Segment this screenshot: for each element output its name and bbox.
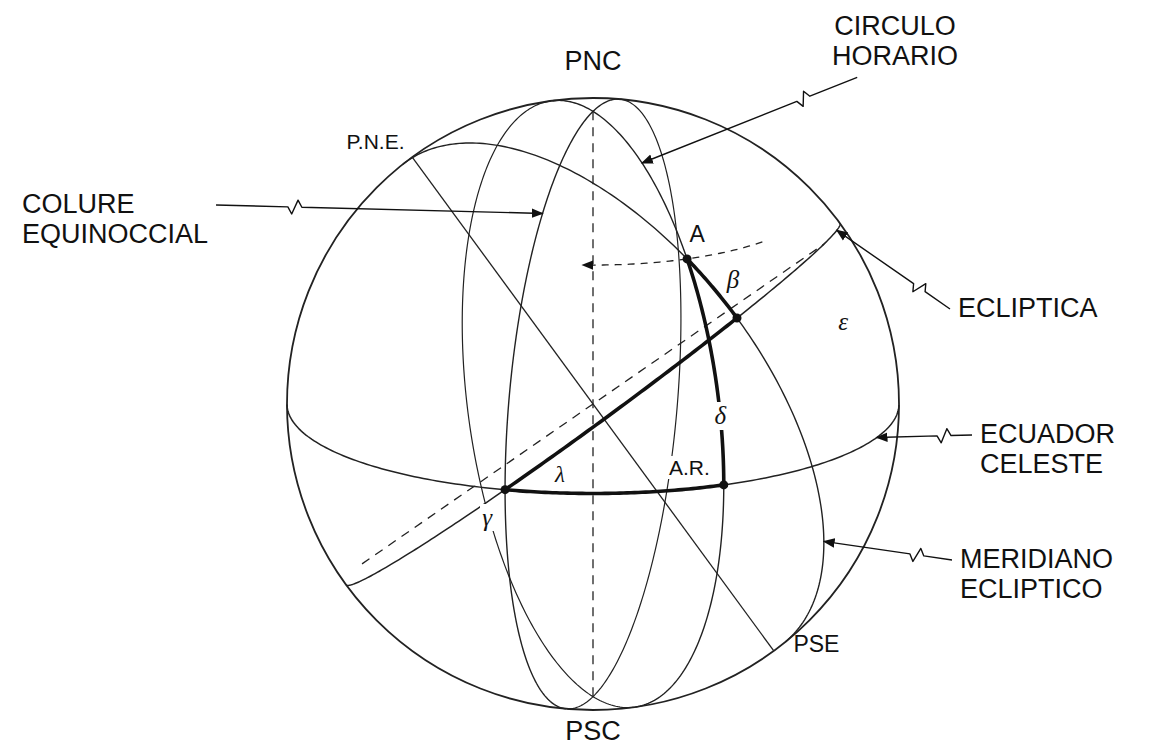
- equinoctial-colure: [505, 490, 566, 709]
- label-anchor: COLURE EQUINOCCIAL: [22, 190, 208, 249]
- hour-circle: [553, 100, 724, 484]
- circle-name: MERIDIANO ECLIPTICO: [960, 545, 1113, 604]
- circle-name: CIRCULO HORARIO: [832, 12, 958, 71]
- sphere-outline: [287, 98, 899, 710]
- circle-name: ECUADOR CELESTE: [980, 420, 1115, 479]
- diurnal-path: [583, 242, 763, 265]
- ecliptic-circle: [346, 490, 505, 586]
- longitude-arc: [505, 318, 737, 490]
- label-anchor: PSE: [793, 632, 839, 657]
- circle-name: ECLIPTICA: [958, 294, 1098, 324]
- angle-symbol: ε: [836, 308, 850, 336]
- leader-lines: [216, 77, 972, 561]
- label-anchor: δ: [713, 402, 729, 430]
- ecliptic-meridian: [403, 143, 737, 318]
- label-anchor: MERIDIANO ECLIPTICO: [960, 545, 1113, 604]
- ecliptic-diameter: [362, 244, 824, 564]
- angle-symbol: β: [725, 266, 741, 294]
- label-anchor: PNC: [564, 47, 621, 77]
- label-anchor: ε: [836, 308, 850, 336]
- label-anchor: ECUADOR CELESTE: [980, 420, 1115, 479]
- label-anchor: P.N.E.: [347, 130, 405, 153]
- hour-circle: [462, 101, 633, 708]
- angle-symbol: δ: [713, 402, 729, 430]
- label-anchor: β: [725, 266, 741, 294]
- point-dot: [719, 480, 728, 489]
- leader-arrow: [877, 429, 972, 443]
- label-anchor: CIRCULO HORARIO: [832, 12, 958, 71]
- star-label: A: [687, 222, 706, 247]
- ecliptic-meridian: [737, 318, 824, 642]
- equinoctial-colure: [505, 99, 619, 490]
- hour-circle: [636, 485, 724, 707]
- pole-label: P.N.E.: [347, 130, 405, 153]
- label-anchor: γ: [480, 504, 494, 532]
- sphere-lines: [287, 98, 899, 710]
- point-dot: [683, 254, 692, 263]
- circle-name: COLURE EQUINOCCIAL: [22, 190, 208, 249]
- point-dot: [501, 485, 510, 494]
- leader-arrow: [642, 77, 857, 163]
- label-anchor: A: [687, 222, 706, 247]
- coordinate-arcs: [505, 259, 737, 494]
- angle-symbol: λ: [553, 462, 567, 487]
- point-label: A.R.: [667, 456, 712, 479]
- pole-label: PNC: [564, 47, 621, 77]
- leader-arrow: [216, 200, 543, 214]
- pole-label: PSC: [565, 717, 621, 747]
- point-dot: [732, 314, 741, 323]
- label-anchor: λ: [553, 462, 567, 487]
- celestial-equator: [287, 404, 505, 489]
- leader-arrow: [824, 541, 952, 561]
- pole-label: PSE: [793, 632, 839, 657]
- label-anchor: A.R.: [667, 456, 712, 479]
- label-anchor: ECLIPTICA: [958, 294, 1098, 324]
- leader-arrow: [837, 230, 950, 309]
- label-anchor: PSC: [565, 717, 621, 747]
- point-symbol: γ: [480, 504, 494, 532]
- right-ascension-arc: [505, 485, 724, 494]
- point-dots: [501, 254, 742, 494]
